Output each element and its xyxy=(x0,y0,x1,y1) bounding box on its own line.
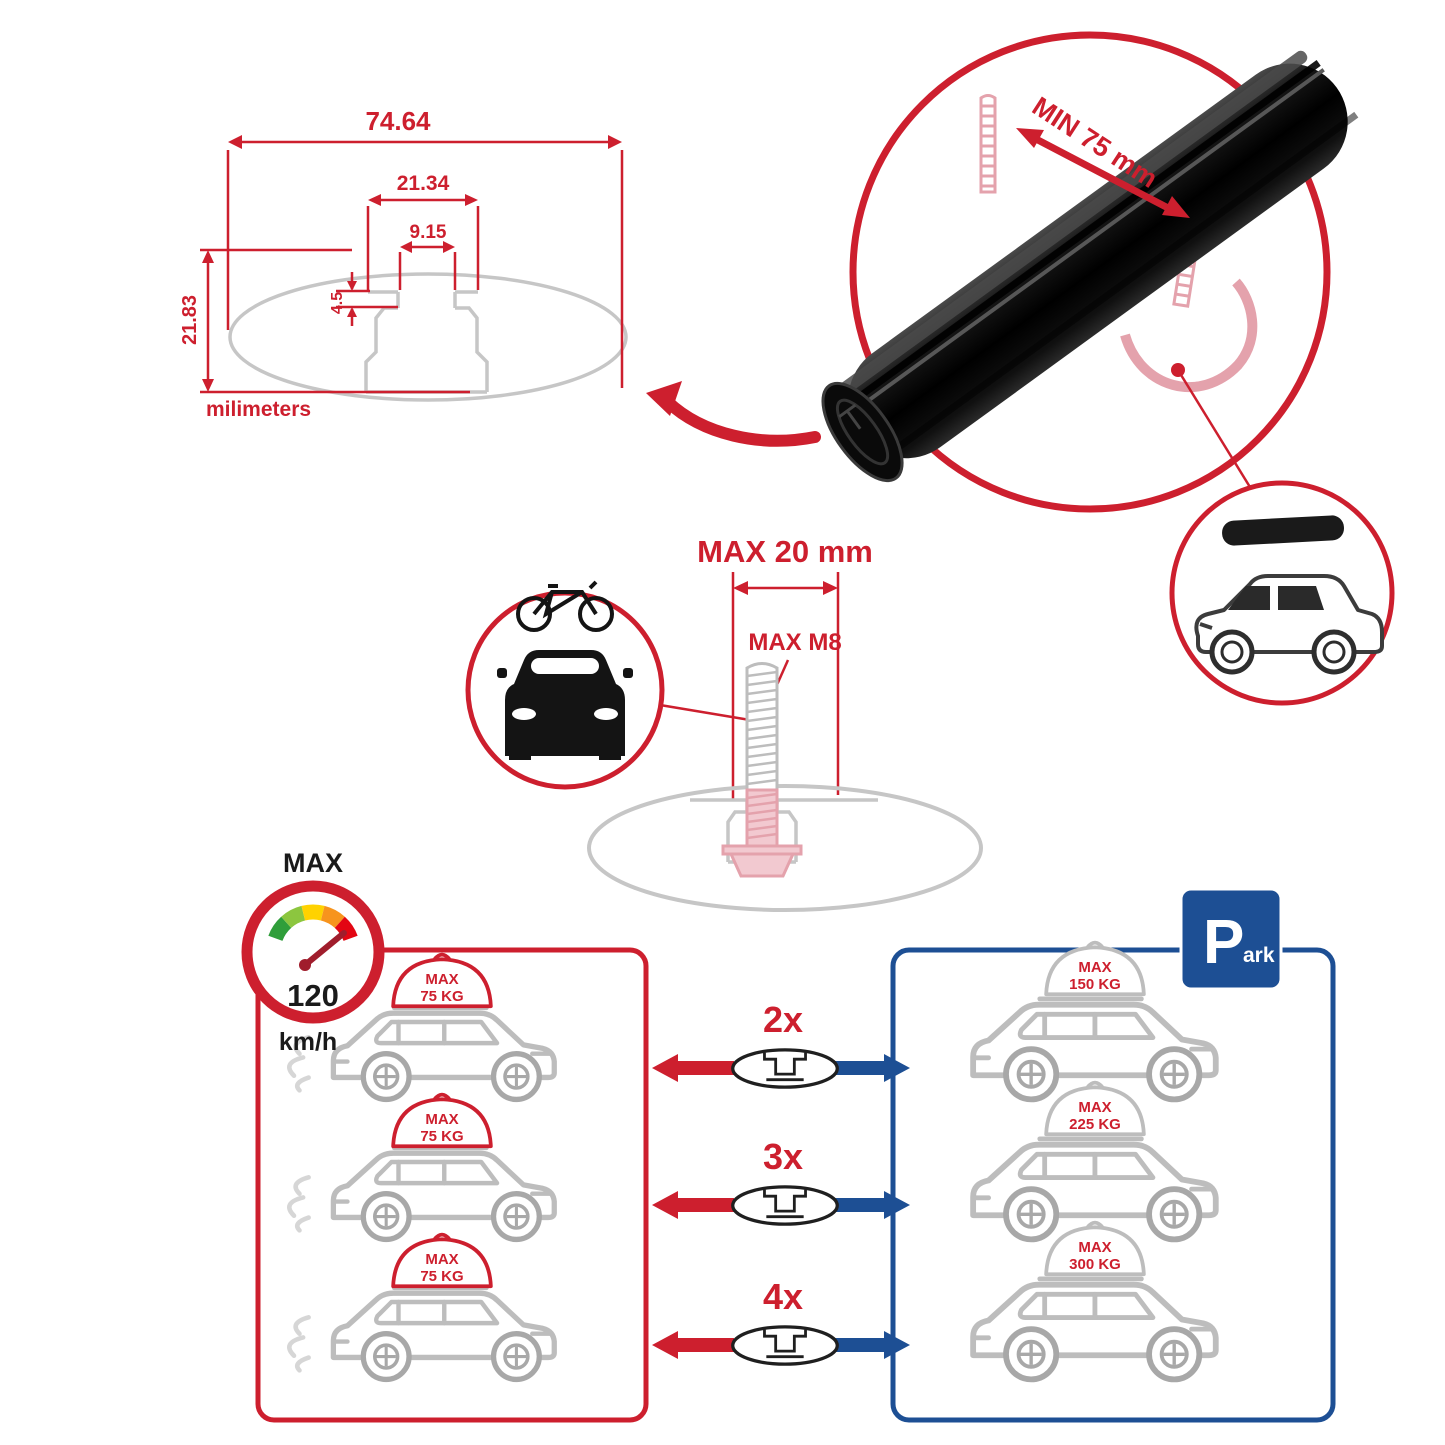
red-row-2: MAX 75 KG xyxy=(289,1092,554,1240)
profile-channel xyxy=(364,290,489,394)
roofbox-car-badge xyxy=(1169,480,1395,706)
bike-icon xyxy=(516,580,614,632)
park-sign-ark: ark xyxy=(1243,944,1275,967)
speed-unit: km/h xyxy=(279,1028,337,1056)
pointer-arrow xyxy=(646,381,821,447)
bolt-icon xyxy=(721,662,803,878)
load-label: MAX xyxy=(1078,1099,1111,1116)
speed-limit-badge: MAX 120 km/h xyxy=(241,848,385,1056)
crossbar-section-icon xyxy=(731,1185,839,1226)
red-row-3: MAX 75 KG xyxy=(289,1232,554,1380)
multiplier-row-3: 4x xyxy=(652,1276,910,1366)
blue-row-2: MAX 225 KG xyxy=(973,1080,1216,1240)
dim-label-total-width: 74.64 xyxy=(365,106,431,136)
load-value: 300 KG xyxy=(1069,1256,1121,1273)
speed-value: 120 xyxy=(287,978,339,1013)
bolt-diagram: MAX 20 mm MAX M8 xyxy=(465,534,983,912)
bolt-dimension-lines xyxy=(731,572,840,800)
load-value: 75 KG xyxy=(420,1268,463,1285)
load-value: 150 KG xyxy=(1069,976,1121,993)
dimension-lines xyxy=(200,135,624,394)
load-value: 75 KG xyxy=(420,1128,463,1145)
park-sign-p: P xyxy=(1203,908,1244,977)
bolt-max-length-label: MAX 20 mm xyxy=(697,534,873,569)
multiplier-label: 3x xyxy=(763,1136,803,1177)
load-label: MAX xyxy=(425,971,458,988)
load-value: 225 KG xyxy=(1069,1116,1121,1133)
speedometer-icon xyxy=(268,904,358,942)
dim-label-lip-height: 4.5 xyxy=(329,292,346,314)
dim-label-slot-width: 9.15 xyxy=(410,222,447,243)
multiplier-row-2: 3x xyxy=(652,1136,910,1226)
red-arrow-icon xyxy=(652,1054,734,1082)
needle-hub xyxy=(299,959,311,971)
multiplier-label: 4x xyxy=(763,1276,803,1317)
speed-title: MAX xyxy=(283,848,343,878)
capacity-section: MAX 75 KG MAX 75 KG MAX 75 KG MAX 150 KG xyxy=(255,887,1336,1423)
crossbar-section-icon xyxy=(731,1048,839,1089)
profile-dimension-diagram: 74.64 21.34 9.15 4.5 21.83 milimeters xyxy=(179,106,628,421)
crossbar-detail: MIN 75 mm xyxy=(821,31,1395,706)
bolt-profile-outline xyxy=(587,784,983,912)
dim-label-channel-width: 21.34 xyxy=(397,172,450,195)
load-label: MAX xyxy=(425,1111,458,1128)
multiplier-row-1: 2x xyxy=(652,999,910,1089)
blue-row-1: MAX 150 KG xyxy=(973,940,1216,1100)
dim-label-total-height: 21.83 xyxy=(179,295,201,345)
car-leader-line xyxy=(659,703,751,722)
roofbox-car-icon xyxy=(1194,515,1384,675)
bike-car-badge xyxy=(465,580,665,790)
profile-outline xyxy=(228,272,628,402)
red-arrow-icon xyxy=(652,1191,734,1219)
zoom-circle xyxy=(849,31,1331,513)
load-label: MAX xyxy=(1078,1239,1111,1256)
crossbar-section-icon xyxy=(731,1325,839,1366)
park-sign: P ark xyxy=(1179,887,1283,991)
bolt-max-thread-label: MAX M8 xyxy=(748,629,841,656)
units-label: milimeters xyxy=(206,398,311,421)
multiplier-label: 2x xyxy=(763,999,803,1040)
load-value: 75 KG xyxy=(420,988,463,1005)
blue-row-3: MAX 300 KG xyxy=(973,1220,1216,1380)
red-row-1: MAX 75 KG xyxy=(289,952,554,1100)
red-arrow-icon xyxy=(652,1331,734,1359)
crossbar-render xyxy=(821,50,1359,483)
clamp-leader-line xyxy=(1176,369,1255,493)
load-label: MAX xyxy=(1078,959,1111,976)
speedometer-needle xyxy=(302,930,347,968)
car-front-icon xyxy=(497,650,633,760)
load-label: MAX xyxy=(425,1251,458,1268)
